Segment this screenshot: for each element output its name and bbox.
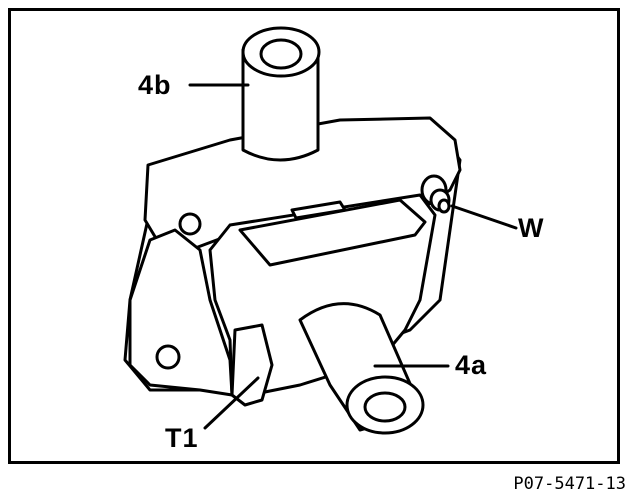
label-4b: 4b	[138, 70, 172, 100]
label-t1: T1	[165, 423, 199, 453]
label-4a: 4a	[455, 350, 488, 380]
screw-w	[420, 174, 451, 214]
terminal-t1	[230, 323, 274, 407]
figure-reference-number: P07-5471-13	[513, 474, 626, 494]
tower-4b-body	[241, 48, 320, 162]
tower-4b-bore	[259, 38, 303, 70]
flange-hole-left	[178, 212, 202, 236]
flange-hole-bottom	[155, 344, 181, 370]
leader-w	[450, 204, 518, 230]
label-w: W	[518, 213, 545, 243]
tower-4a-bore	[363, 391, 407, 423]
leader-t1	[203, 376, 260, 430]
coil-window-plate	[238, 198, 427, 267]
window-clip	[290, 200, 347, 220]
